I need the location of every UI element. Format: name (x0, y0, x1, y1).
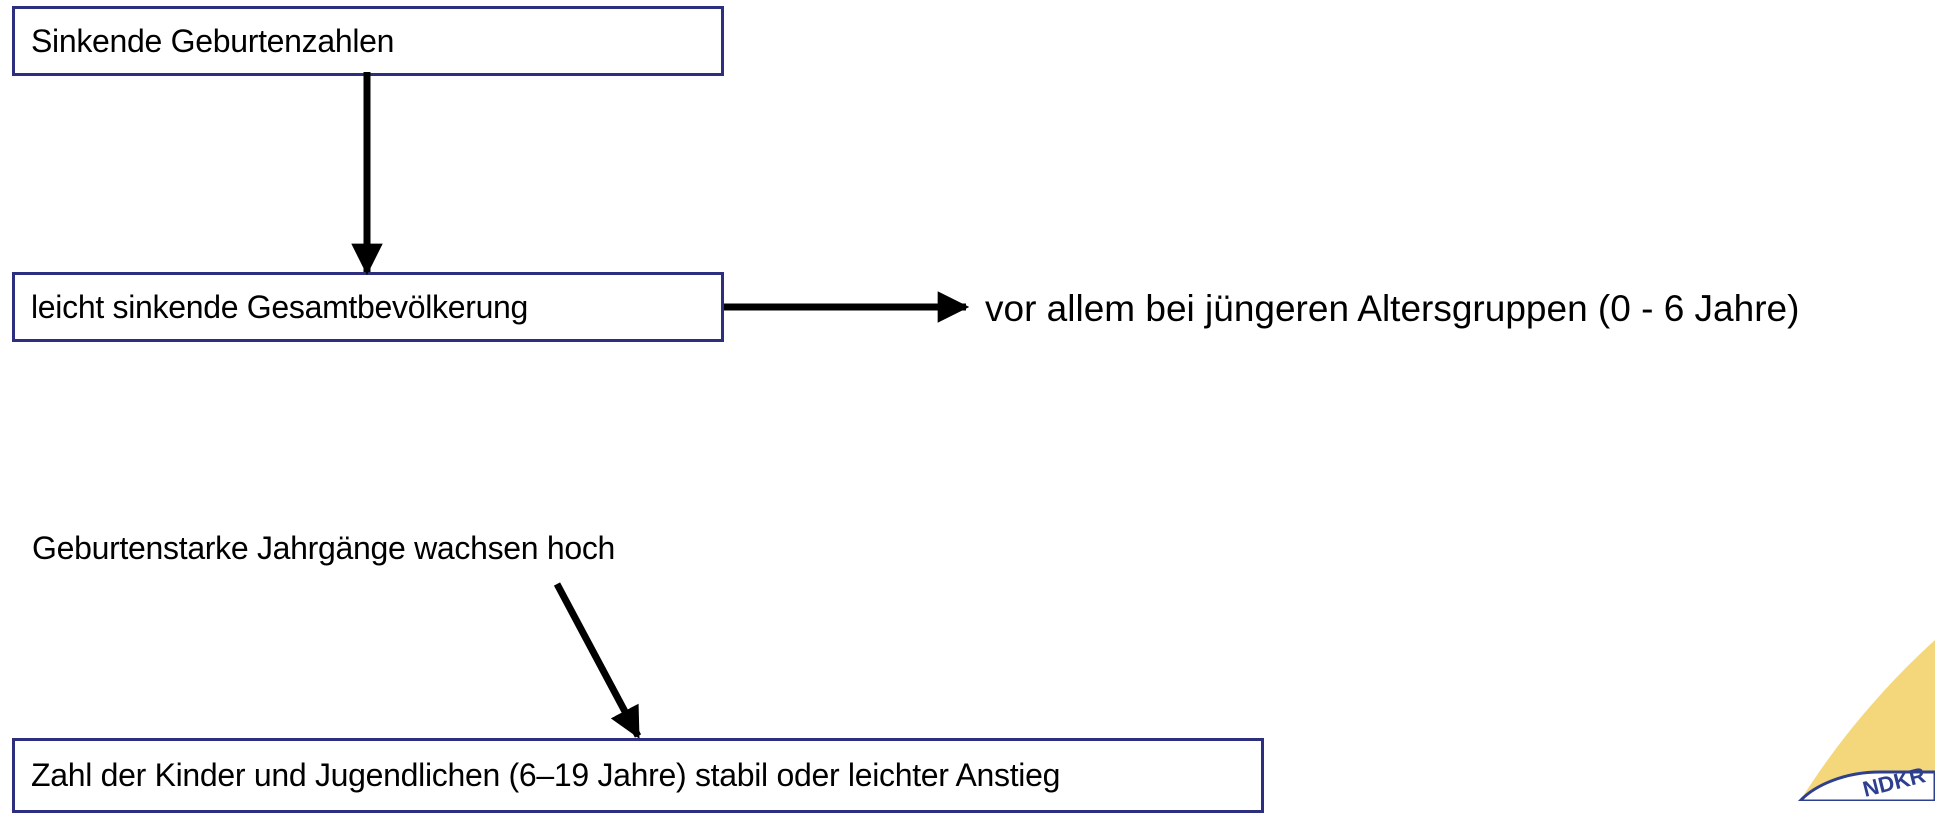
children-label: Zahl der Kinder und Jugendlichen (6–19 J… (31, 757, 1061, 793)
logo-swoosh (1800, 640, 1935, 801)
population-box: leicht sinkende Gesamtbevölkerung (12, 272, 724, 342)
young-groups-label: vor allem bei jüngeren Altersgruppen (0 … (985, 288, 1800, 329)
logo-seal-ring (1797, 770, 1935, 801)
births-box: Sinkende Geburtenzahlen (12, 6, 724, 76)
births-label: Sinkende Geburtenzahlen (31, 22, 395, 59)
cohorts-label: Geburtenstarke Jahrgänge wachsen hoch (32, 530, 616, 566)
population-label: leicht sinkende Gesamtbevölkerung (31, 288, 529, 325)
cohorts-to-children-arrow (553, 582, 642, 739)
